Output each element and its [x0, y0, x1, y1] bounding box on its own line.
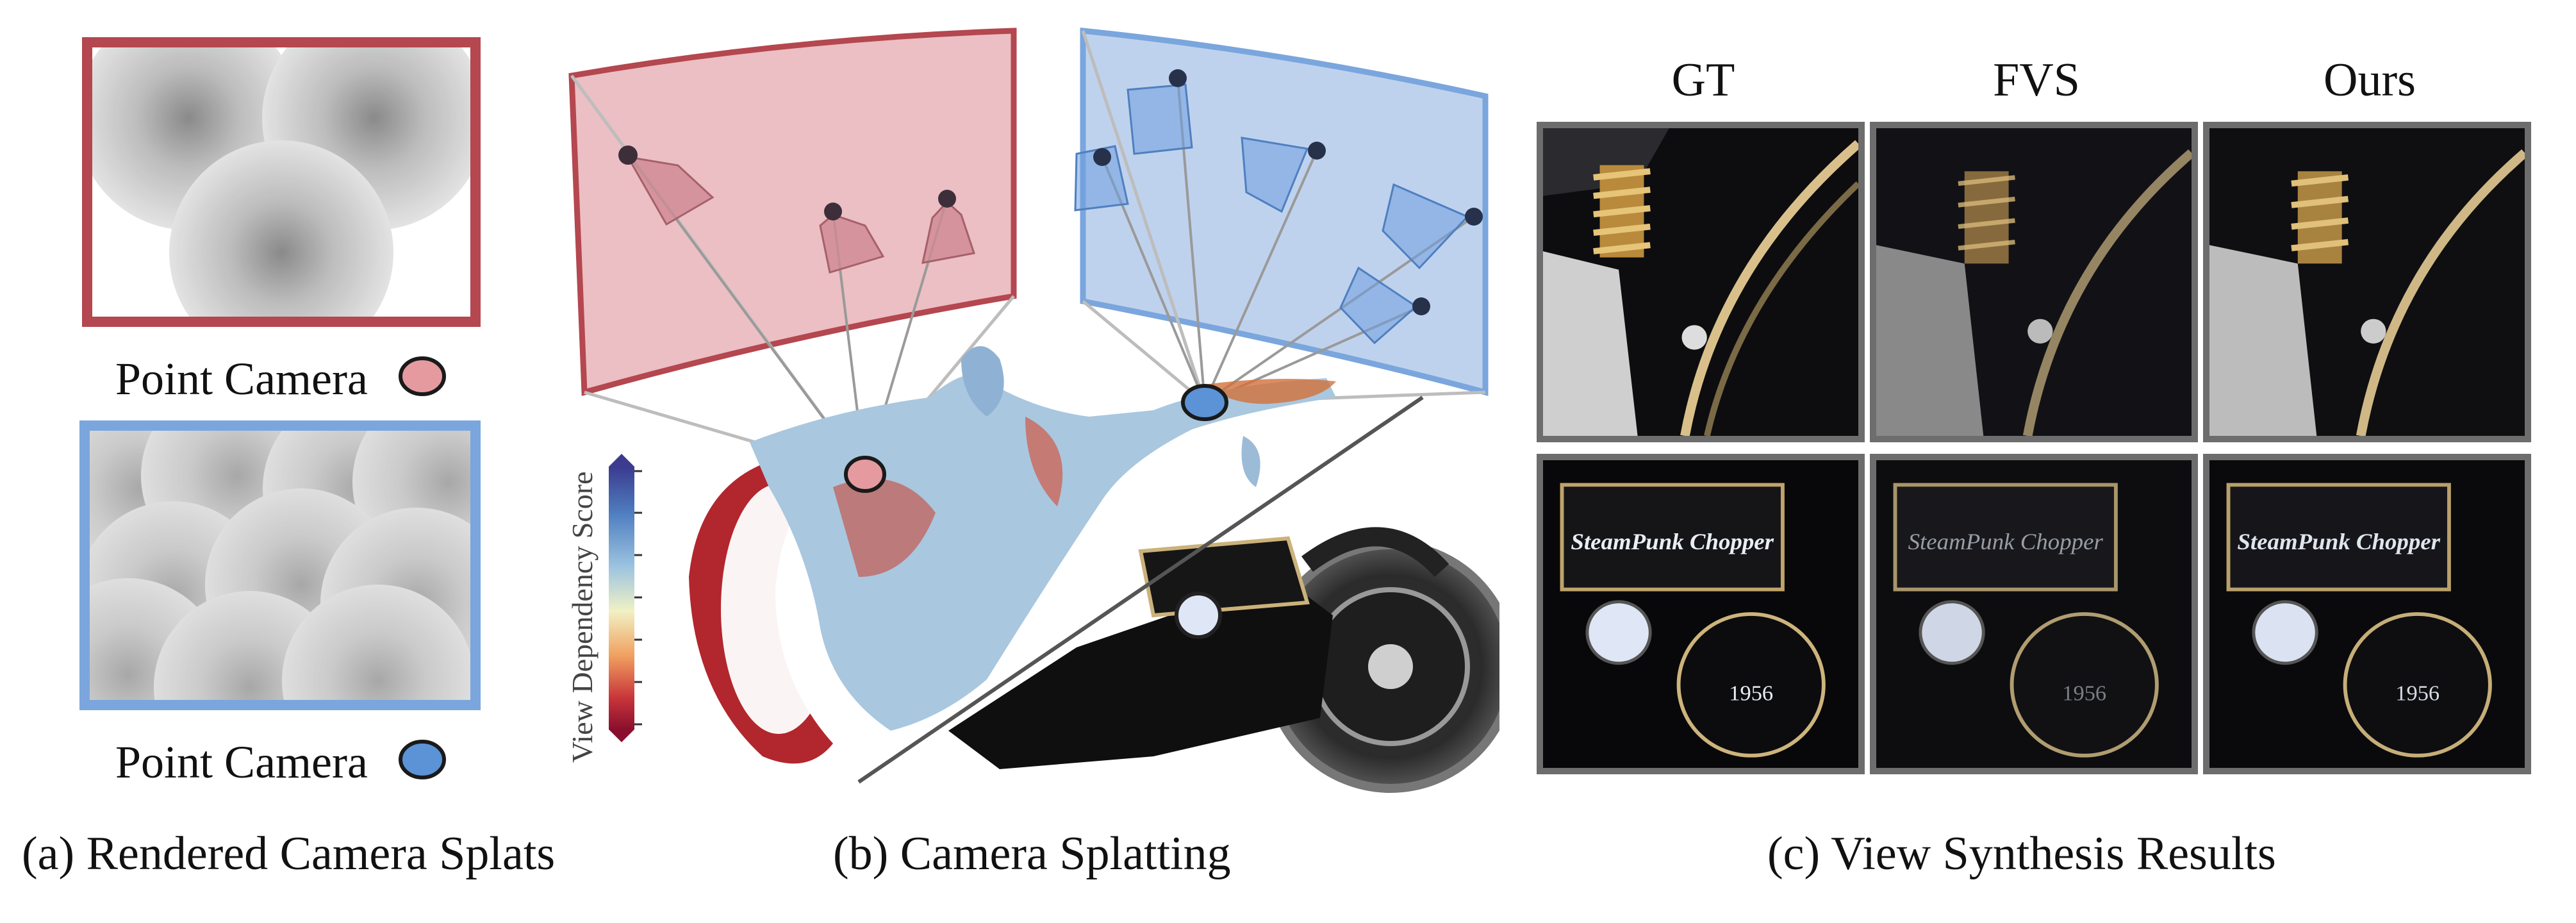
camera-frustum-icon	[1074, 83, 1469, 345]
blue-camera-splat-render	[79, 420, 481, 710]
red-camera-splat-render	[82, 37, 481, 327]
year-text: 1956	[2062, 682, 2106, 706]
point-camera-label-red: Point Camera	[115, 353, 368, 404]
camera-splatting-illustration	[568, 28, 1499, 793]
blue-point-camera-icon	[399, 740, 446, 779]
red-image-plane	[568, 28, 1017, 476]
year-text: 1956	[1729, 682, 1773, 706]
point-camera-label-blue: Point Camera	[115, 736, 368, 788]
ours-tile-row1	[2203, 122, 2531, 442]
gt-tile-row1	[1537, 122, 1865, 442]
column-header-gt: GT	[1671, 54, 1735, 106]
ours-tile-row2: SteamPunk Chopper 1956	[2203, 454, 2531, 774]
blue-image-plane	[1074, 28, 1489, 404]
caption-a: (a) Rendered Camera Splats	[22, 827, 556, 880]
red-point-camera-icon	[399, 356, 446, 396]
badge-text: SteamPunk Chopper	[1571, 529, 1774, 555]
caption-c: (c) View Synthesis Results	[1767, 827, 2276, 880]
view-dependency-colorbar	[609, 454, 642, 742]
badge-text: SteamPunk Chopper	[1908, 529, 2104, 555]
column-header-ours: Ours	[2324, 54, 2416, 106]
motorcycle-render	[859, 397, 1499, 793]
fvs-tile-row1	[1870, 122, 2198, 442]
camera-frustum-icon	[626, 156, 975, 274]
red-point-camera-icon	[844, 456, 886, 493]
badge-text: SteamPunk Chopper	[2237, 529, 2440, 555]
colorbar-label: View Dependency Score	[566, 471, 599, 763]
caption-b: (b) Camera Splatting	[833, 827, 1231, 880]
gt-tile-row2: SteamPunk Chopper 1956	[1537, 454, 1865, 774]
blue-point-camera-icon	[1181, 384, 1228, 421]
fvs-tile-row2: SteamPunk Chopper 1956	[1870, 454, 2198, 774]
year-text: 1956	[2395, 682, 2440, 706]
column-header-fvs: FVS	[1993, 54, 2080, 106]
gaussian-splat-cloud	[689, 346, 1424, 784]
